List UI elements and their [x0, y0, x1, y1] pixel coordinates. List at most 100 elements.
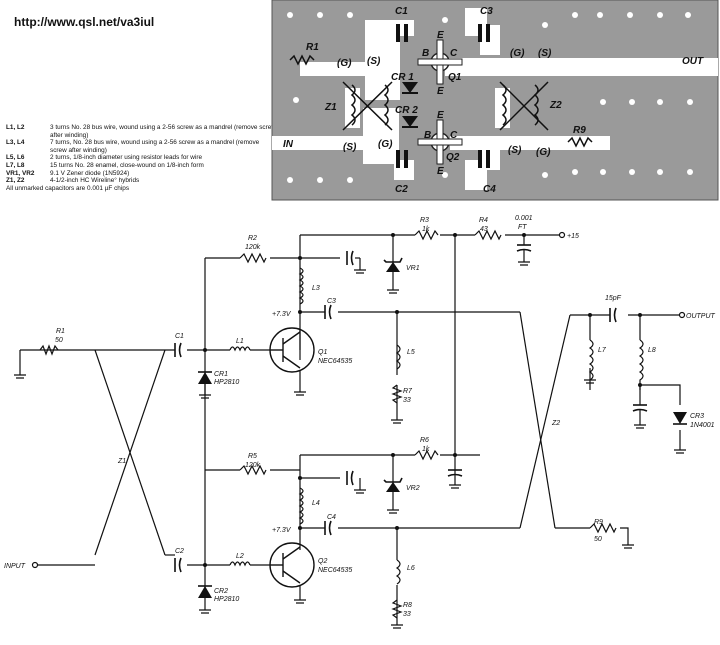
transistor-q2	[269, 542, 315, 588]
label-cr3-value: 1N4001	[690, 422, 715, 429]
label-r7: R7	[403, 388, 413, 395]
capacitor-bypass-4	[632, 404, 648, 412]
resistor-r5	[239, 464, 267, 476]
pcb-label-s3: (S)	[343, 142, 357, 153]
schematic-resistors	[39, 229, 617, 619]
capacitor-bypass-2	[346, 470, 354, 486]
label-l2: L2	[236, 553, 244, 560]
label-r1: R1	[56, 328, 65, 335]
label-ft-value: FT	[518, 224, 527, 231]
resistor-r2	[239, 252, 267, 264]
label-plus15: +15	[567, 233, 579, 240]
terminal-output	[678, 311, 686, 319]
resistor-r3	[414, 229, 439, 241]
note-key: Z1, Z2	[6, 177, 25, 185]
schematic-inductors	[229, 267, 644, 585]
pcb-label-q2: Q2	[446, 152, 460, 163]
capacitor-bypass-1	[346, 250, 354, 266]
capacitor-c1	[174, 342, 182, 358]
transistor-q1	[269, 327, 315, 373]
pcb-label-s4: (S)	[508, 145, 522, 156]
label-cr2: CR2	[214, 588, 228, 595]
pcb-label-e3: E	[437, 110, 444, 121]
diode-cr3	[673, 412, 687, 425]
schematic-terminals	[31, 231, 686, 569]
schematic-diodes	[198, 257, 687, 598]
inductor-l4	[298, 487, 304, 525]
label-z1: Z1	[117, 458, 126, 465]
pcb-mounting-holes	[287, 12, 693, 183]
label-r9: R9	[594, 519, 603, 526]
label-15pf: 15pF	[605, 295, 622, 302]
label-r8: R8	[403, 602, 412, 609]
inductor-l2	[229, 561, 251, 567]
pcb-label-c1: C1	[395, 6, 408, 17]
label-l4: L4	[312, 500, 320, 507]
label-cr1: CR1	[214, 371, 228, 378]
diode-cr2	[198, 585, 212, 598]
capacitor-bypass-3	[447, 469, 463, 477]
label-r6: R6	[420, 437, 429, 444]
pcb-label-q1: Q1	[448, 72, 462, 83]
label-c1: C1	[175, 333, 184, 340]
note-key: L7, L8	[6, 161, 25, 169]
label-q2: Q2	[318, 558, 327, 565]
label-output: OUTPUT	[686, 313, 716, 320]
resistor-r1	[39, 344, 59, 356]
label-l8: L8	[648, 347, 656, 354]
pcb-traces	[272, 8, 718, 190]
pcb-label-r9: R9	[573, 125, 586, 136]
note-text: 15 turns No. 28 enamel, close-wound on 1…	[50, 161, 204, 169]
label-vr2: VR2	[406, 485, 420, 492]
capacitor-c4	[324, 520, 332, 536]
pcb-label-z2: Z2	[549, 100, 562, 111]
pcb-label-g4: (G)	[536, 147, 551, 158]
pcb-label-c-q1: C	[450, 48, 458, 59]
resistor-r8	[391, 599, 403, 619]
label-q1-value: NEC64535	[318, 358, 352, 365]
label-cr3: CR3	[690, 413, 704, 420]
pcb-label-g2: (G)	[510, 48, 525, 59]
resistor-r9	[589, 522, 617, 534]
pcb-label-c4: C4	[483, 184, 496, 195]
pcb-label-z1: Z1	[324, 102, 337, 113]
pcb-label-in: IN	[283, 139, 294, 150]
label-r4-value: 43	[480, 226, 488, 233]
pcb-label-b2: B	[424, 130, 431, 141]
pcb-resistors	[289, 54, 593, 148]
label-r3: R3	[420, 217, 429, 224]
pcb-label-s1: (S)	[367, 56, 381, 67]
label-l5: L5	[407, 349, 415, 356]
label-r4: R4	[479, 217, 488, 224]
pcb-label-cr2: CR 2	[395, 105, 418, 116]
label-input: INPUT	[4, 563, 26, 570]
note-key: L5, L6	[6, 154, 25, 162]
label-r6-value: 1k	[422, 446, 430, 453]
pcb-q2	[417, 119, 463, 165]
label-r3-value: 1k	[422, 226, 430, 233]
label-cr1-value: HP2810	[214, 379, 239, 386]
resistor-r7	[391, 384, 403, 404]
label-vr1: VR1	[406, 265, 420, 272]
note-text: All unmarked capacitors are 0.001 µF chi…	[6, 184, 130, 192]
pcb-q1	[417, 39, 463, 85]
pcb-label-g1: (G)	[337, 58, 352, 69]
zener-vr1	[383, 257, 403, 272]
pcb-label-s2: (S)	[538, 48, 552, 59]
pcb-label-r1: R1	[306, 42, 319, 53]
schematic-capacitors	[174, 244, 648, 573]
pcb-label-out: OUT	[682, 56, 704, 67]
note-row: All unmarked capacitors are 0.001 µF chi…	[6, 185, 276, 193]
capacitor-c2	[174, 557, 182, 573]
note-text: 2 turns, 1/8-inch diameter using resisto…	[50, 154, 203, 162]
note-text: 7 turns, No. 28 bus wire, wound using a …	[50, 139, 260, 154]
label-c4: C4	[327, 514, 336, 521]
inductor-l8	[638, 339, 644, 390]
label-r7-value: 33	[403, 397, 411, 404]
